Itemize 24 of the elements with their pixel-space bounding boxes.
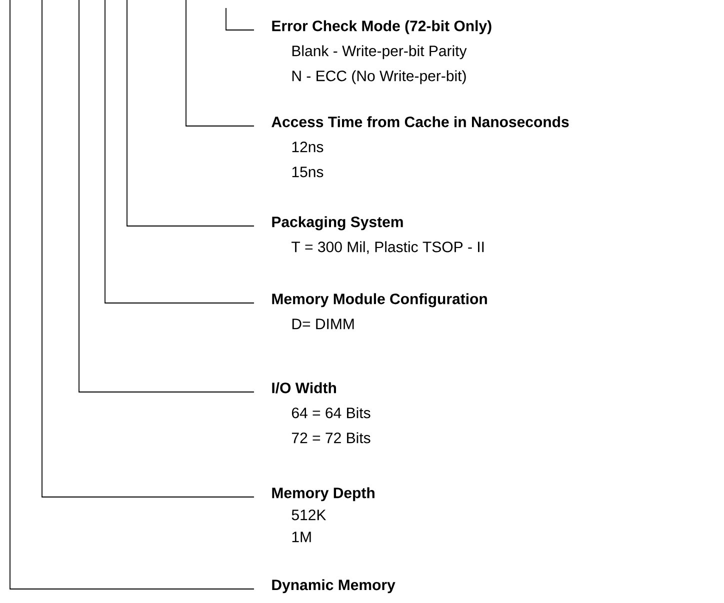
- option-text: 72 = 72 Bits: [292, 432, 370, 444]
- option-text: 64 = 64 Bits: [292, 407, 370, 418]
- leader-line: [42, 0, 254, 498]
- option-text: D= DIMM: [292, 318, 354, 330]
- field-heading: Access Time from Cache in Nanoseconds: [272, 116, 569, 128]
- leader-line: [78, 0, 254, 392]
- field-heading: Dynamic Memory: [272, 579, 396, 594]
- option-text: T = 300 Mil, Plastic TSOP - II: [292, 241, 484, 254]
- option-text: 1M: [292, 532, 311, 542]
- field-heading: I/O Width: [272, 382, 336, 394]
- leader-line: [226, 8, 254, 30]
- leader-line: [126, 0, 254, 226]
- option-text: 512K: [292, 510, 326, 520]
- field-heading: Packaging System: [272, 216, 403, 230]
- field-heading: Error Check Mode (72-bit Only): [272, 20, 492, 34]
- option-text: 15ns: [292, 166, 324, 178]
- field-heading: Memory Depth: [272, 487, 374, 502]
- leader-line: [186, 0, 254, 126]
- option-text: Blank - Write-per-bit Parity: [292, 45, 467, 60]
- option-text: 12ns: [292, 142, 324, 152]
- leader-line: [10, 0, 254, 590]
- option-text: N - ECC (No Write-per-bit): [292, 70, 466, 84]
- field-heading: Memory Module Configuration: [272, 293, 487, 308]
- leader-line: [104, 0, 254, 304]
